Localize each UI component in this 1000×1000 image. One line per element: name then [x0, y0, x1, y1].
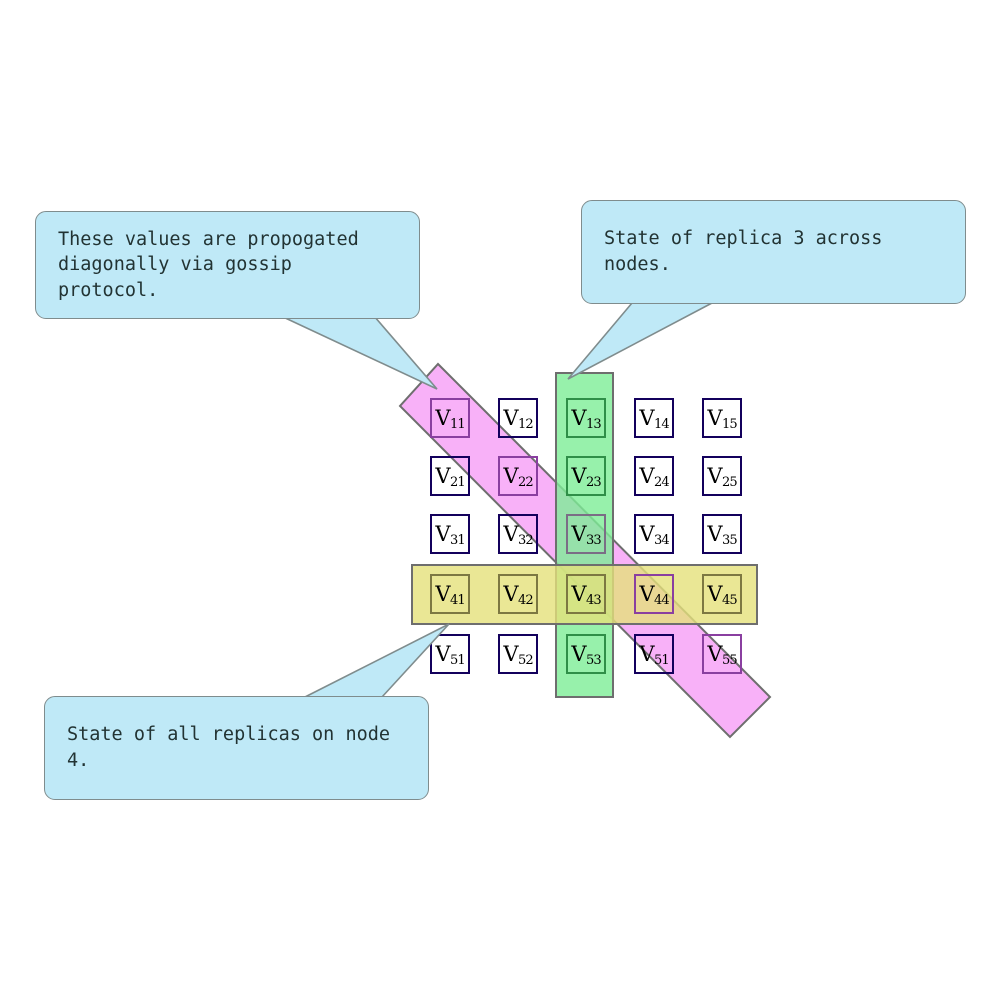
grid-cell-r4c2[interactable]: V42: [498, 574, 538, 614]
cell-sub-r3c3: 33: [586, 533, 602, 549]
grid-cell-r1c2[interactable]: V12: [498, 398, 538, 438]
cell-sub-r4c3: 43: [586, 593, 602, 609]
grid-cell-r1c5[interactable]: V15: [702, 398, 742, 438]
grid-cell-r3c1[interactable]: V31: [430, 514, 470, 554]
cell-sub-r2c4: 24: [654, 475, 670, 491]
grid-cell-r2c1[interactable]: V21: [430, 456, 470, 496]
cell-sub-r2c5: 25: [722, 475, 738, 491]
cell-label-r3c5: V35: [707, 521, 738, 549]
cell-label-r2c3: V23: [571, 463, 602, 491]
cell-sub-r2c3: 23: [586, 475, 602, 491]
cell-sub-r5c3: 53: [586, 653, 602, 669]
cell-sub-r4c2: 42: [518, 593, 534, 609]
cell-label-r2c4: V24: [639, 463, 670, 491]
callout-node-note[interactable]: State of all replicas on node 4.: [44, 696, 429, 800]
cell-label-r2c2: V22: [503, 463, 534, 491]
cell-sub-r3c4: 34: [654, 533, 670, 549]
grid-cell-r1c4[interactable]: V14: [634, 398, 674, 438]
cell-label-r5c2: V52: [503, 641, 534, 669]
cell-label-r3c3: V33: [571, 521, 602, 549]
grid-cell-r4c5[interactable]: V45: [702, 574, 742, 614]
callout-gossip-note-text: These values are propogated diagonally v…: [58, 228, 359, 301]
grid-cell-r3c5[interactable]: V35: [702, 514, 742, 554]
cell-label-r1c3: V13: [571, 405, 602, 433]
cell-label-r1c2: V12: [503, 405, 534, 433]
cell-sub-r2c1: 21: [450, 475, 466, 491]
cell-sub-r5c5: 55: [722, 653, 738, 669]
cell-label-r2c1: V21: [435, 463, 466, 491]
cell-sub-r3c5: 35: [722, 533, 738, 549]
cell-sub-r1c4: 14: [654, 417, 670, 433]
grid-cell-r3c3[interactable]: V33: [566, 514, 606, 554]
cell-label-r3c4: V34: [639, 521, 670, 549]
cell-sub-r1c5: 15: [722, 417, 738, 433]
cell-label-r4c4: V44: [639, 581, 670, 609]
grid-cell-r2c2[interactable]: V22: [498, 456, 538, 496]
cell-sub-r4c4: 44: [654, 593, 670, 609]
grid-cell-r5c2[interactable]: V52: [498, 634, 538, 674]
callout-replica-note[interactable]: State of replica 3 across nodes.: [581, 200, 966, 304]
cell-label-r1c4: V14: [639, 405, 670, 433]
cell-label-r4c2: V42: [503, 581, 534, 609]
grid-cell-r5c3[interactable]: V53: [566, 634, 606, 674]
grid-cell-r4c1[interactable]: V41: [430, 574, 470, 614]
cell-label-r5c5: V55: [707, 641, 738, 669]
callout-node-note-text: State of all replicas on node 4.: [67, 724, 391, 771]
cell-label-r5c1: V51: [435, 641, 466, 669]
cell-sub-r3c1: 31: [450, 533, 466, 549]
cell-label-r4c1: V41: [435, 581, 466, 609]
grid-cell-r4c4[interactable]: V44: [634, 574, 674, 614]
cell-sub-r5c1: 51: [450, 653, 466, 669]
cell-label-r3c2: V32: [503, 521, 534, 549]
cell-label-r1c5: V15: [707, 405, 738, 433]
cell-sub-r3c2: 32: [518, 533, 534, 549]
callout-gossip-note[interactable]: These values are propogated diagonally v…: [35, 211, 420, 319]
cell-sub-r1c2: 12: [518, 417, 534, 433]
cell-label-r4c3: V43: [571, 581, 602, 609]
cell-sub-r4c5: 45: [722, 593, 738, 609]
cell-sub-r1c1: 11: [450, 417, 466, 433]
grid-cell-r1c1[interactable]: V11: [430, 398, 470, 438]
grid-cell-r2c5[interactable]: V25: [702, 456, 742, 496]
cell-sub-r1c3: 13: [586, 417, 602, 433]
grid-cell-r5c5[interactable]: V55: [702, 634, 742, 674]
grid-cell-r3c4[interactable]: V34: [634, 514, 674, 554]
grid-cell-r3c2[interactable]: V32: [498, 514, 538, 554]
cell-label-r2c5: V25: [707, 463, 738, 491]
cell-label-r5c4: V51: [639, 641, 670, 669]
callout-replica-note-text: State of replica 3 across nodes.: [604, 228, 883, 275]
grid-cell-r5c1[interactable]: V51: [430, 634, 470, 674]
cell-sub-r5c2: 52: [518, 653, 534, 669]
grid-cell-r1c3[interactable]: V13: [566, 398, 606, 438]
cell-label-r3c1: V31: [435, 521, 466, 549]
cell-sub-r5c4: 51: [654, 653, 670, 669]
cell-label-r4c5: V45: [707, 581, 738, 609]
cell-sub-r2c2: 22: [518, 475, 534, 491]
cell-label-r5c3: V53: [571, 641, 602, 669]
grid-cell-r2c3[interactable]: V23: [566, 456, 606, 496]
grid-cell-r2c4[interactable]: V24: [634, 456, 674, 496]
grid-cell-r4c3[interactable]: V43: [566, 574, 606, 614]
cell-label-r1c1: V11: [435, 405, 466, 433]
cell-sub-r4c1: 41: [450, 593, 466, 609]
grid-cell-r5c4[interactable]: V51: [634, 634, 674, 674]
